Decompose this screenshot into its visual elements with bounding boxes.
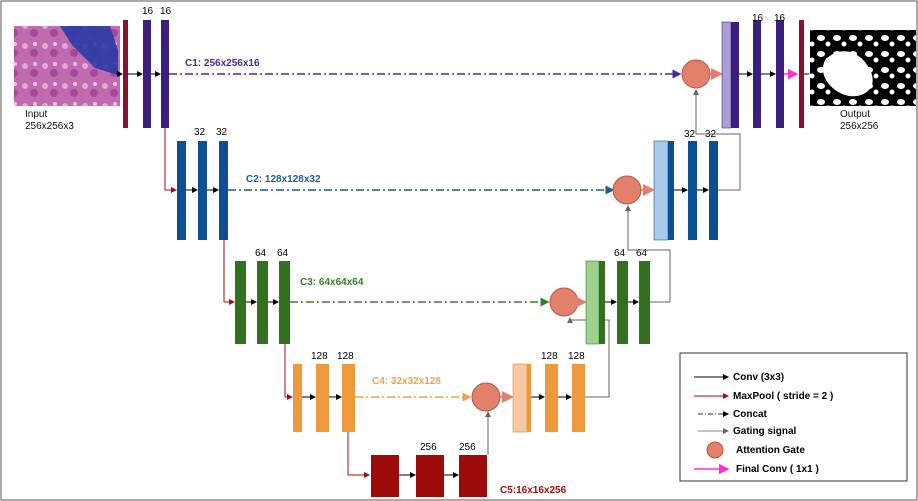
c1-dec-block-1 bbox=[753, 20, 761, 128]
c5-ch-2: 256 bbox=[459, 442, 476, 453]
c3-attention-gate bbox=[549, 287, 579, 317]
maxpool-arrow-2 bbox=[223, 240, 235, 305]
c2-pool-block bbox=[177, 141, 186, 240]
c4-upsample-block bbox=[527, 364, 531, 432]
c3-dec-block-1 bbox=[617, 261, 628, 344]
c2-dec-block-2 bbox=[709, 141, 718, 240]
c3-label: C3: 64x64x64 bbox=[300, 277, 364, 288]
c1-attention-gate bbox=[681, 59, 711, 89]
c3-dec-block-2 bbox=[639, 261, 650, 344]
c1-upsample-block bbox=[731, 22, 739, 128]
maxpool-arrow-4 bbox=[347, 432, 370, 478]
c1-enc-ch-2: 16 bbox=[160, 6, 172, 17]
c4-enc-ch-1: 128 bbox=[311, 351, 328, 362]
c3-enc-ch-2: 64 bbox=[277, 248, 289, 259]
legend-final: Final Conv ( 1x1 ) bbox=[736, 464, 819, 475]
c2-label: C2: 128x128x32 bbox=[246, 174, 321, 185]
c5-label: C5:16x16x256 bbox=[500, 485, 567, 496]
c4-concat-block bbox=[512, 363, 528, 433]
c1-label: C1: 256x256x16 bbox=[185, 58, 260, 69]
c4-dec-block-2 bbox=[572, 364, 585, 432]
input-bar bbox=[123, 20, 128, 128]
legend-gating: Gating signal bbox=[733, 426, 797, 437]
c1-enc-ch-1: 16 bbox=[142, 6, 154, 17]
c2-concat-block bbox=[653, 140, 669, 241]
c4-attention-gate bbox=[471, 382, 501, 412]
c1-dec-block-2 bbox=[776, 20, 784, 128]
c1-gating-signal bbox=[693, 89, 741, 191]
c2-enc-ch-2: 32 bbox=[216, 127, 228, 138]
c3-enc-ch-1: 64 bbox=[255, 248, 267, 259]
c3-dec-ch-1: 64 bbox=[614, 248, 626, 259]
legend-attention-icon bbox=[706, 441, 724, 459]
legend-attention: Attention Gate bbox=[736, 445, 805, 456]
c1-enc-block-2 bbox=[161, 20, 169, 128]
c2-enc-block-2 bbox=[219, 141, 228, 240]
c4-dec-ch-1: 128 bbox=[541, 351, 558, 362]
legend-concat: Concat bbox=[733, 409, 768, 420]
c1-concat-block bbox=[721, 21, 732, 129]
c3-gating-signal bbox=[567, 317, 610, 398]
c4-label: C4: 32x32x128 bbox=[372, 376, 441, 387]
c4-enc-block-1 bbox=[316, 364, 329, 432]
c4-enc-ch-2: 128 bbox=[337, 351, 354, 362]
input-label: Input bbox=[25, 109, 47, 120]
c5-block-1 bbox=[416, 455, 444, 497]
c2-upsample-block bbox=[668, 141, 674, 240]
c2-dec-block-1 bbox=[688, 141, 697, 240]
c2-dec-ch-1: 32 bbox=[684, 129, 696, 140]
c1-dec-ch-1: 16 bbox=[752, 13, 764, 24]
c4-pool-block bbox=[293, 364, 302, 432]
c2-attention-gate bbox=[612, 175, 642, 205]
c2-enc-ch-1: 32 bbox=[194, 127, 206, 138]
c4-dec-ch-2: 128 bbox=[568, 351, 585, 362]
maxpool-arrow-1 bbox=[164, 128, 177, 193]
c3-concat-block bbox=[585, 260, 600, 345]
input-size: 256x256x3 bbox=[25, 121, 74, 132]
c5-ch-1: 256 bbox=[420, 442, 437, 453]
legend-box bbox=[679, 352, 908, 482]
c3-enc-block-1 bbox=[257, 261, 268, 344]
input-image bbox=[14, 26, 120, 106]
c4-dec-block-1 bbox=[545, 364, 558, 432]
c3-dec-ch-2: 64 bbox=[636, 248, 648, 259]
c4-enc-block-2 bbox=[342, 364, 355, 432]
output-size: 256x256 bbox=[840, 121, 879, 132]
c5-pool-block bbox=[371, 455, 399, 497]
c3-enc-block-2 bbox=[279, 261, 290, 344]
maxpool-arrow-3 bbox=[284, 344, 293, 400]
output-label: Output bbox=[840, 109, 870, 120]
c2-gating-signal bbox=[625, 205, 671, 303]
c3-upsample-block bbox=[599, 261, 605, 344]
legend-conv: Conv (3x3) bbox=[733, 372, 784, 383]
c5-block-2 bbox=[459, 455, 487, 497]
legend: Conv (3x3) MaxPool ( stride = 2 ) Concat… bbox=[679, 352, 908, 482]
output-image bbox=[810, 30, 916, 106]
c1-enc-block-1 bbox=[143, 20, 151, 128]
legend-maxpool: MaxPool ( stride = 2 ) bbox=[733, 391, 833, 402]
c3-pool-block bbox=[235, 261, 246, 344]
c1-dec-ch-2: 16 bbox=[774, 13, 786, 24]
output-bar bbox=[799, 20, 804, 128]
c2-enc-block-1 bbox=[198, 141, 207, 240]
